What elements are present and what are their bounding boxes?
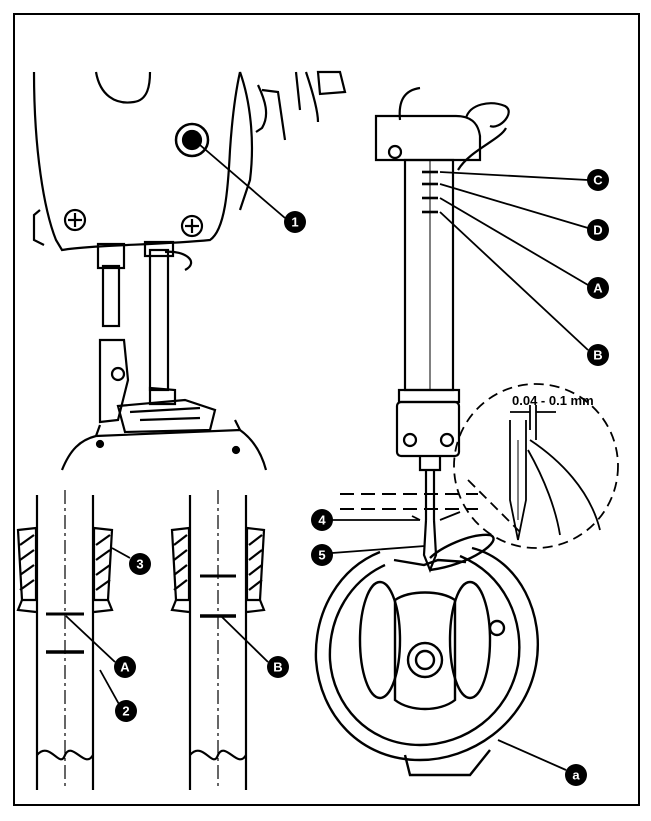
callout-c: C — [587, 169, 609, 191]
machine-head-illustration — [32, 70, 347, 471]
svg-text:4: 4 — [318, 513, 326, 528]
svg-text:D: D — [593, 223, 602, 238]
svg-text:5: 5 — [318, 548, 325, 563]
rotary-hook — [314, 533, 539, 777]
callout-2: 2 — [115, 700, 137, 722]
svg-text:A: A — [120, 660, 130, 675]
svg-text:2: 2 — [122, 704, 129, 719]
leader-lines — [65, 144, 589, 771]
callout-a-lower: a — [565, 764, 587, 786]
diagram-frame — [13, 13, 640, 806]
callout-b-right: B — [587, 344, 609, 366]
clearance-dimension-label: 0.04 - 0.1 mm — [512, 393, 594, 408]
svg-text:C: C — [593, 173, 603, 188]
magnified-detail — [453, 383, 619, 549]
needle-bar-with-marks — [374, 86, 510, 573]
callout-4: 4 — [311, 509, 333, 531]
callout-3: 3 — [129, 553, 151, 575]
callout-5: 5 — [311, 544, 333, 566]
svg-text:a: a — [572, 768, 580, 783]
svg-text:3: 3 — [136, 557, 143, 572]
svg-text:B: B — [273, 660, 282, 675]
callout-1: 1 — [284, 211, 306, 233]
needle-bar-detail-a — [16, 490, 114, 790]
needle-bar-detail-b — [170, 490, 266, 790]
callout-b-left: B — [267, 656, 289, 678]
callout-a-right: A — [587, 277, 609, 299]
needle-plate-dashed — [340, 493, 478, 510]
svg-text:1: 1 — [291, 215, 298, 230]
callout-a-left: A — [114, 656, 136, 678]
callout-d: D — [587, 219, 609, 241]
svg-text:B: B — [593, 348, 602, 363]
svg-text:A: A — [593, 281, 603, 296]
